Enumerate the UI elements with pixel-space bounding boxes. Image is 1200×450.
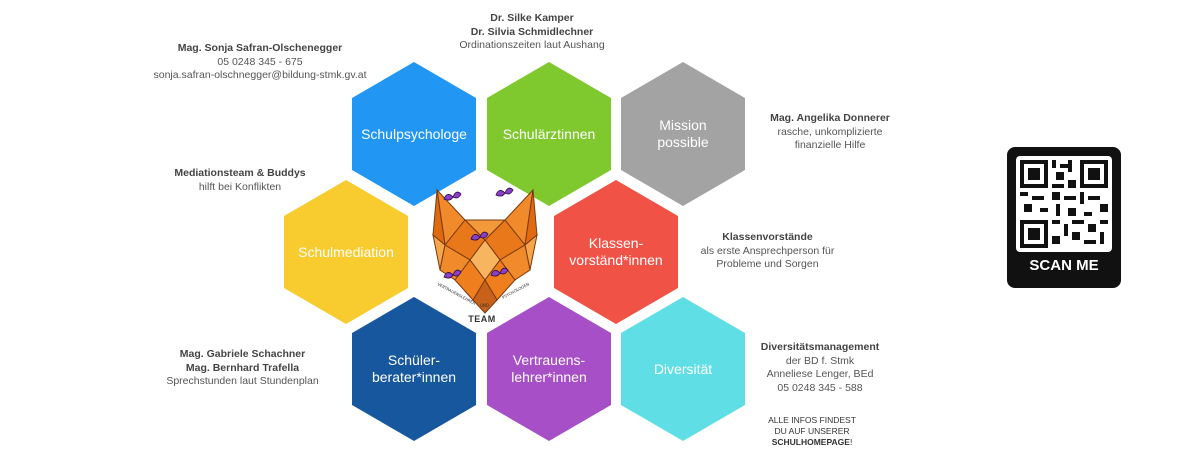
info-schuelerberater: Mag. Gabriele Schachner Mag. Bernhard Tr… [155,348,330,389]
hex-label: Vertrauens- lehrer*innen [511,352,587,385]
hex-label: Schulpsychologe [361,125,467,142]
homepage-link[interactable]: SCHULHOMEPAGE [771,437,850,447]
hex-label: Schulmediation [298,243,394,260]
contact-name: Mag. Gabriele Schachner Mag. Bernhard Tr… [179,348,306,374]
contact-name: Klassenvorstände [722,231,813,243]
contact-name: Mag. Sonja Safran-Olschenegger [177,42,343,54]
contact-detail: als erste Ansprechperson für Probleme un… [700,244,835,271]
hex-label: Klassen- vorständ*innen [569,235,663,268]
qr-scan-label: SCAN ME [1029,257,1099,274]
fox-logo: VERTRAUENSLEHRER UND PSYCHOLOGEN [432,187,538,314]
hex-klassenvorstaende[interactable]: Klassen- vorständ*innen [554,180,678,324]
hex-label: Diversität [653,360,713,377]
contact-name: Mag. Angelika Donnerer [770,112,890,124]
hex-label: Mission possible [657,117,709,150]
logo-arc-mid: UND [480,303,489,308]
hex-schulmediation[interactable]: Schulmediation [284,180,408,324]
homepage-note-suffix: ! [849,437,853,447]
qr-code-image [1016,156,1112,252]
qr-code[interactable]: SCAN ME [1007,147,1121,288]
info-mission: Mag. Angelika Donnerer rasche, unkompliz… [755,112,905,153]
homepage-note: ALLE INFOS FINDEST DU AUF UNSERER SCHULH… [747,415,877,448]
info-diversitaet: Diversitätsmanagement der BD f. Stmk Ann… [750,341,890,395]
hex-label: Schulärztinnen [502,125,596,142]
info-schulpsychologe: Mag. Sonja Safran-Olschenegger 05 0248 3… [130,42,390,83]
homepage-note-line1: ALLE INFOS FINDEST [768,415,856,425]
contact-name: Mediationsteam & Buddys [174,167,306,179]
hex-label: Schüler- berater*innen [371,352,457,385]
info-mediation: Mediationsteam & Buddys hilft bei Konfli… [165,167,315,194]
homepage-note-line2: DU AUF UNSERER [774,426,850,436]
qr-pattern-icon [1020,160,1108,248]
logo-team-label: TEAM [468,314,496,324]
contact-detail: hilft bei Konflikten [198,180,282,193]
info-klassenvorstaende: Klassenvorstände als erste Ansprechperso… [690,231,845,272]
contact-detail: rasche, unkomplizierte finanzielle Hilfe [777,125,883,152]
contact-detail: Sprechstunden laut Stundenplan [166,375,319,387]
hex-diversitaet[interactable]: Diversität [621,297,745,441]
hex-mission-possible[interactable]: Mission possible [621,62,745,206]
contact-detail: der BD f. Stmk Anneliese Lenger, BEd 05 … [766,354,874,394]
info-schulaerztinnen: Dr. Silke Kamper Dr. Silvia Schmidlechne… [432,12,632,53]
contact-detail: Ordinationszeiten laut Aushang [459,39,605,51]
contact-name: Dr. Silke Kamper Dr. Silvia Schmidlechne… [470,12,594,38]
contact-name: Diversitätsmanagement [760,341,880,353]
contact-detail: 05 0248 345 - 675 sonja.safran-olschnegg… [153,55,367,82]
